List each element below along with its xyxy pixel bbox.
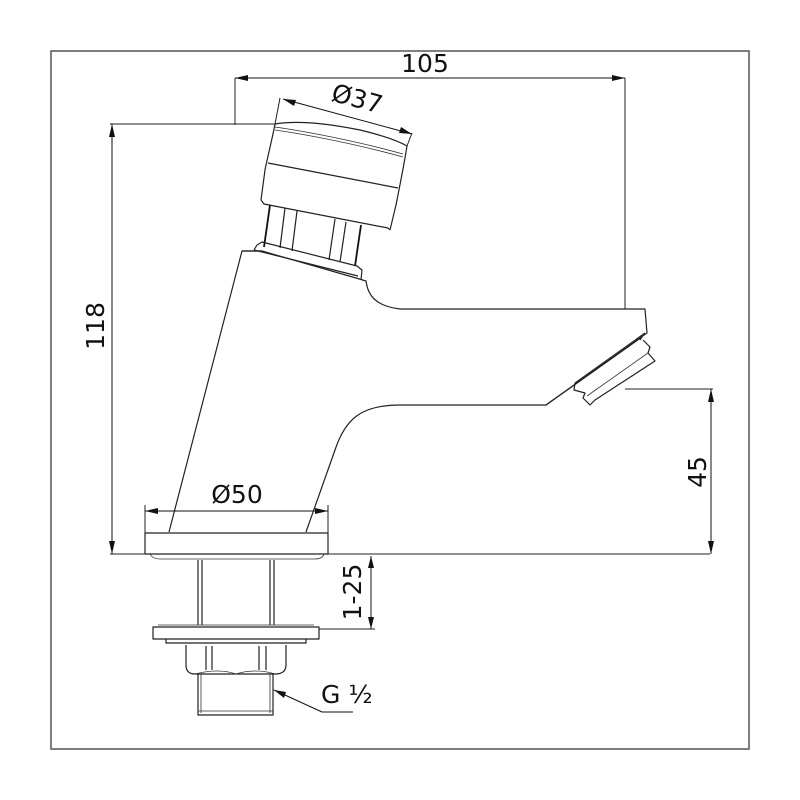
mounting-range-label: 1-25: [338, 564, 367, 621]
push-button-head: [253, 121, 408, 281]
thread-label: G ½: [321, 680, 373, 709]
drawing-frame: [50, 50, 750, 750]
dimension-thread: G ½: [273, 680, 373, 713]
spout-height-label: 45: [683, 456, 712, 488]
dimension-spout-height: 45: [625, 388, 714, 554]
dimension-overall-length: 105: [234, 49, 626, 309]
overall-height-label: 118: [81, 302, 110, 350]
base-diameter-label: Ø50: [211, 480, 263, 509]
dimension-overall-height: 118: [81, 123, 710, 555]
aerator: [545, 332, 656, 406]
overall-length-label: 105: [401, 49, 449, 78]
dimension-mounting-range: 1-25: [319, 556, 375, 630]
base-plate: [144, 532, 329, 716]
dimension-base-diameter: Ø50: [144, 480, 329, 533]
dimension-button-diameter: Ø37: [274, 78, 413, 147]
